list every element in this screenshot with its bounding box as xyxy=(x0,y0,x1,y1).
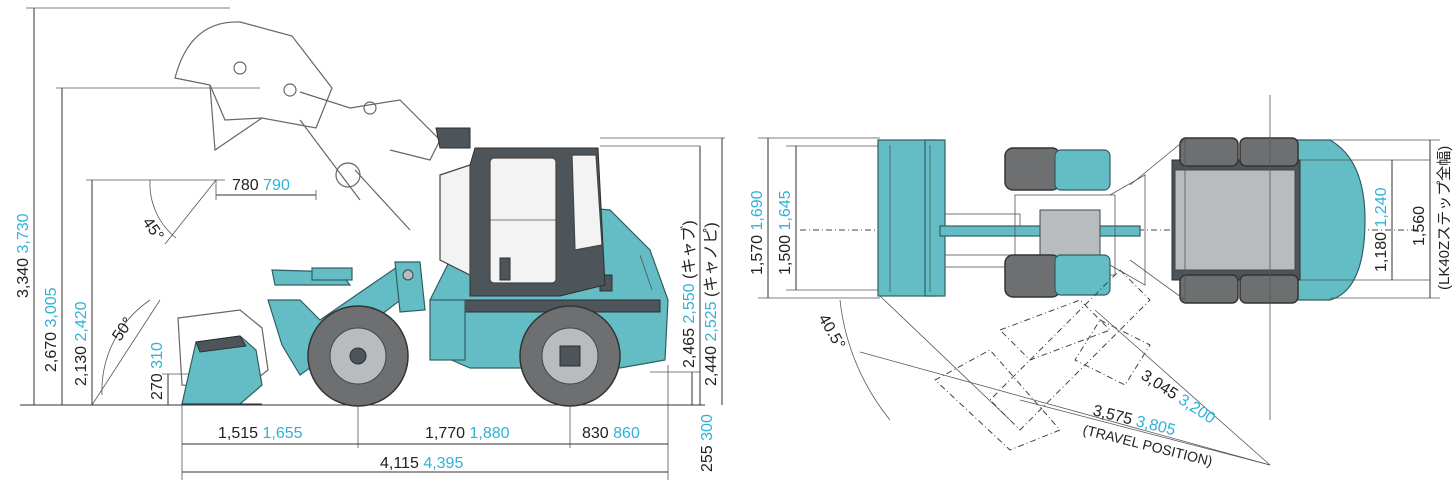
dim-label-1500: 1,500 1,645 xyxy=(777,190,794,275)
bucket xyxy=(181,335,263,405)
dim-label-2130: 2,130 2,420 xyxy=(73,301,90,386)
dim-label-830: 830 860 xyxy=(582,425,640,442)
dim-label-1770: 1,770 1,880 xyxy=(425,425,510,442)
top-rear-body xyxy=(1129,95,1366,420)
dim-label-780: 780 790 xyxy=(232,177,290,194)
dim-note-1560: (LK40Zステップ全幅) xyxy=(1435,146,1453,290)
articulation-angle-label: 40.5° xyxy=(815,312,848,353)
dim-label-270: 270 310 xyxy=(149,342,166,400)
dim-label-2465: 2,465 2,550 (キャブ) xyxy=(679,220,698,368)
dump-angle-arc xyxy=(149,179,177,239)
cab xyxy=(435,127,606,297)
dim-label-1570: 1,570 1,690 xyxy=(749,190,766,275)
turning-outline xyxy=(934,269,1151,451)
dim-label-4115: 4,115 4,395 xyxy=(380,455,463,472)
articulation-angle-arc xyxy=(839,299,891,421)
side-view: 3,340 3,730 2,670 3,005 2,130 2,420 270 … xyxy=(15,7,725,480)
dim-label-1515: 1,515 1,655 xyxy=(218,425,303,442)
dim-label-1180: 1,180 1,240 xyxy=(1373,187,1390,272)
top-front-tires xyxy=(1004,147,1111,298)
lowered-bucket-outline xyxy=(177,309,269,393)
rollback-angle-arc xyxy=(101,299,151,396)
top-bucket xyxy=(877,139,946,297)
turn-line-3575 xyxy=(1019,399,1271,466)
turn-line-3045 xyxy=(1094,309,1271,466)
dim-label-2440: 2,440 2,525 (キャノピ) xyxy=(703,222,720,386)
dump-angle-label: 45° xyxy=(139,215,167,245)
rear-wheel xyxy=(519,305,621,407)
dim-label-1560: 1,560 xyxy=(1411,206,1428,246)
dim-label-3340: 3,340 3,730 xyxy=(15,213,32,298)
top-view: 1,570 1,690 1,500 1,645 xyxy=(749,95,1453,469)
dim-label-255: 255 300 xyxy=(699,414,716,472)
articulation-joint xyxy=(1109,174,1146,286)
raised-bucket-outline xyxy=(174,21,441,231)
front-wheel xyxy=(307,305,409,407)
dim-label-2670: 2,670 3,005 xyxy=(43,287,60,372)
rollback-angle-label: 50° xyxy=(109,315,137,345)
